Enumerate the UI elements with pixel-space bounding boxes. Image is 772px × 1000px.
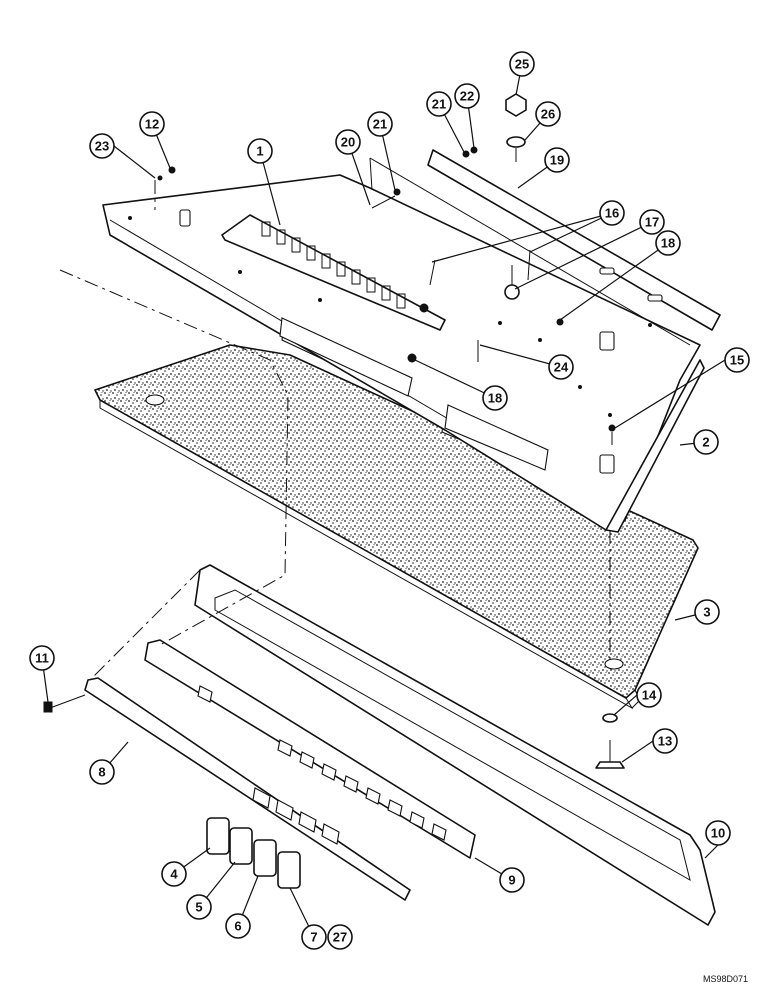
svg-text:6: 6	[234, 919, 241, 934]
callout-27: 27	[327, 924, 353, 950]
svg-text:18: 18	[661, 236, 675, 251]
svg-text:1: 1	[256, 144, 263, 159]
svg-text:18: 18	[488, 391, 502, 406]
svg-text:11: 11	[35, 651, 49, 666]
callout-16: 16	[599, 200, 625, 226]
callout-15: 15	[724, 347, 750, 373]
callout-3: 3	[694, 599, 720, 625]
callout-19: 19	[544, 147, 570, 173]
console-panel	[102, 174, 705, 533]
rocker-switches	[206, 817, 301, 889]
svg-text:25: 25	[515, 57, 529, 72]
callout-2: 2	[693, 429, 719, 455]
svg-text:12: 12	[145, 117, 159, 132]
callout-9: 9	[499, 867, 525, 893]
callout-22: 22	[454, 83, 480, 109]
svg-text:9: 9	[508, 873, 515, 888]
back-plate	[84, 677, 411, 901]
callout-14: 14	[636, 682, 662, 708]
callout-21-left: 21	[367, 111, 393, 137]
callout-18-upper: 18	[655, 230, 681, 256]
svg-text:14: 14	[642, 688, 657, 703]
svg-text:5: 5	[195, 900, 202, 915]
svg-text:16: 16	[605, 206, 619, 221]
callout-7: 7	[301, 924, 327, 950]
callout-12: 12	[139, 111, 165, 137]
svg-text:3: 3	[703, 605, 710, 620]
svg-text:24: 24	[554, 360, 569, 375]
svg-text:19: 19	[550, 153, 564, 168]
callout-5: 5	[186, 894, 212, 920]
svg-text:20: 20	[341, 135, 355, 150]
callout-18-lower: 18	[482, 385, 508, 411]
callout-1: 1	[247, 138, 273, 164]
assembly-lines	[59, 148, 611, 681]
callout-10: 10	[705, 820, 731, 846]
callout-17: 17	[639, 209, 665, 235]
switch-panel	[144, 639, 476, 859]
drawing-code: MS98D071	[702, 974, 748, 984]
callout-25: 25	[509, 51, 535, 77]
svg-text:8: 8	[98, 765, 105, 780]
svg-text:4: 4	[170, 867, 178, 882]
svg-text:15: 15	[730, 353, 744, 368]
svg-text:21: 21	[432, 97, 446, 112]
callout-20: 20	[335, 129, 361, 155]
svg-text:7: 7	[310, 930, 317, 945]
callout-23: 23	[89, 133, 115, 159]
callout-13: 13	[652, 728, 678, 754]
callout-26: 26	[535, 101, 561, 127]
callout-24: 24	[548, 354, 574, 380]
svg-text:2: 2	[702, 435, 709, 450]
svg-text:10: 10	[711, 826, 725, 841]
svg-text:22: 22	[460, 89, 474, 104]
svg-text:23: 23	[95, 139, 109, 154]
callout-4: 4	[161, 861, 187, 887]
svg-text:21: 21	[373, 117, 387, 132]
leader-lines	[41, 63, 726, 938]
callout-6: 6	[225, 913, 251, 939]
callout-8: 8	[89, 759, 115, 785]
svg-text:13: 13	[658, 734, 672, 749]
svg-text:26: 26	[541, 107, 555, 122]
trim-molding	[194, 564, 716, 926]
terminal-strip	[221, 214, 446, 331]
svg-text:17: 17	[645, 215, 659, 230]
callout-21-right: 21	[426, 91, 452, 117]
svg-text:27: 27	[333, 930, 347, 945]
callout-11: 11	[29, 645, 55, 671]
